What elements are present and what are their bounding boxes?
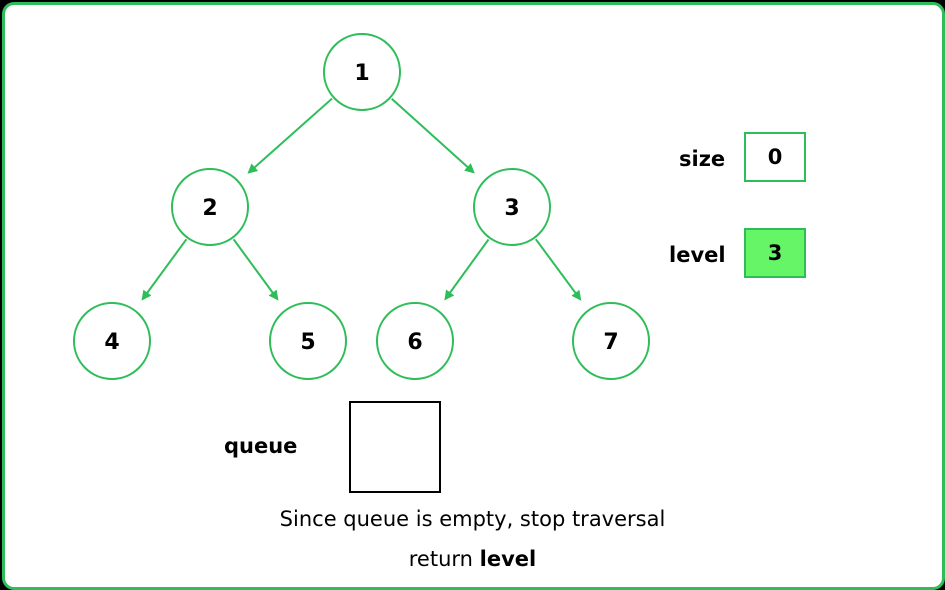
tree-node-label: 1 [354,61,369,86]
caption-line-2: return level [200,547,745,571]
edge-n3-n7 [534,238,582,301]
caption-level-text: level [479,547,537,571]
tree-node-circle [376,302,454,380]
tree-node-label: 3 [504,196,519,221]
tree-node-4: 4 [73,302,151,380]
caption-line-1: Since queue is empty, stop traversal [279,507,666,531]
tree-node-circle [473,168,551,246]
queue-box [349,401,441,493]
tree-node-circle [323,33,401,111]
tree-node-label: 7 [603,330,618,355]
tree-node-label: 6 [407,330,422,355]
tree-node-label: 4 [104,330,119,355]
tree-node-6: 6 [376,302,454,380]
tree-node-circle [572,302,650,380]
tree-node-3: 3 [473,168,551,246]
tree-node-circle [269,302,347,380]
tree-node-label: 2 [202,196,217,221]
tree-node-circle [73,302,151,380]
level-value-box: 3 [744,228,806,278]
caption-return-text: return [408,547,473,571]
size-value-box: 0 [744,132,806,182]
edge-n2-n4 [141,238,188,301]
tree-node-1: 1 [323,33,401,111]
edge-n1-n3 [391,98,475,174]
size-label: size [679,147,726,171]
level-label: level [669,243,726,267]
tree-node-label: 5 [300,330,315,355]
edge-n1-n2 [247,97,333,174]
edge-n2-n5 [232,238,279,301]
queue-label: queue [224,434,298,458]
tree-node-2: 2 [171,168,249,246]
tree-node-circle [171,168,249,246]
edge-n3-n6 [444,238,490,301]
tree-node-7: 7 [572,302,650,380]
tree-node-5: 5 [269,302,347,380]
